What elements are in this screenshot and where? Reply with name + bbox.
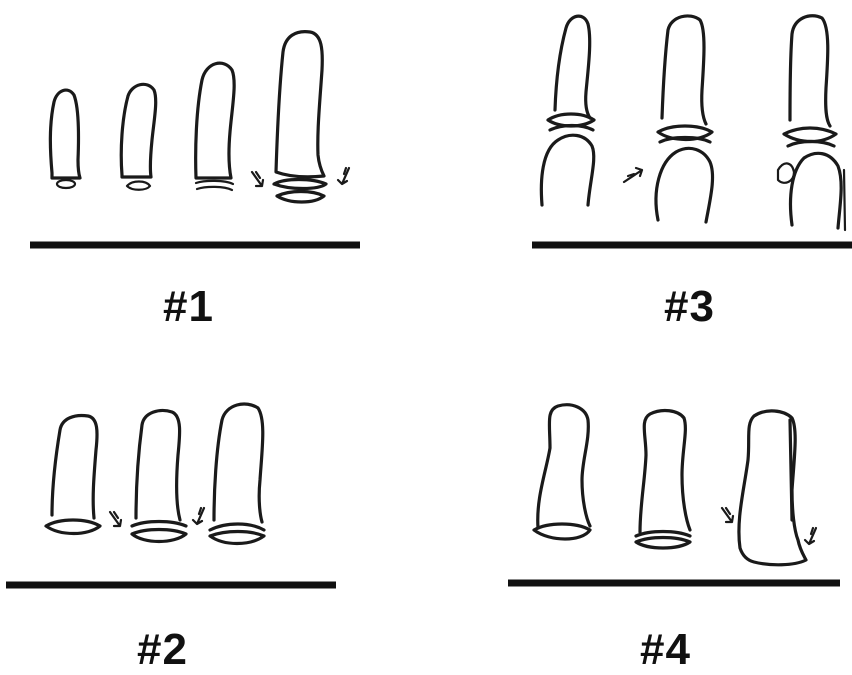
panel-1-bone-3 (196, 63, 234, 190)
panel-2: #2 (0, 380, 420, 675)
panel-3-label: #3 (664, 285, 715, 329)
panel-2-bone-1 (46, 416, 100, 534)
panel-3-bone-pair-2 (656, 16, 713, 222)
panel-2-bone-2 (132, 411, 186, 542)
panel-4-label: #4 (640, 628, 691, 672)
panel-3-arrow (624, 168, 642, 182)
panel-2-arrow-left (110, 512, 121, 526)
panel-1-arrow-left (252, 172, 263, 186)
panel-3-bone-pair-3 (778, 16, 845, 230)
panel-4-arrow-right (805, 528, 816, 544)
panel-4-bone-1 (534, 405, 590, 539)
panel-3: #3 (500, 0, 852, 340)
panel-4: #4 (500, 380, 852, 675)
panel-1: #1 (0, 0, 420, 340)
panel-1-bone-1 (50, 90, 80, 188)
panel-4-bone-3 (739, 411, 806, 565)
panel-2-arrow-right (193, 508, 204, 524)
panel-2-drawing (0, 380, 420, 675)
panel-4-arrow-left (722, 508, 733, 522)
panel-1-bone-2 (121, 84, 155, 189)
panel-4-bone-2 (636, 411, 690, 548)
panel-1-arrow-right (338, 168, 349, 184)
panel-2-label: #2 (137, 628, 188, 672)
panel-1-bone-4 (274, 32, 326, 202)
panel-2-bone-3 (210, 404, 264, 544)
panel-1-label: #1 (163, 285, 214, 329)
panel-3-bone-pair-1 (541, 16, 594, 205)
